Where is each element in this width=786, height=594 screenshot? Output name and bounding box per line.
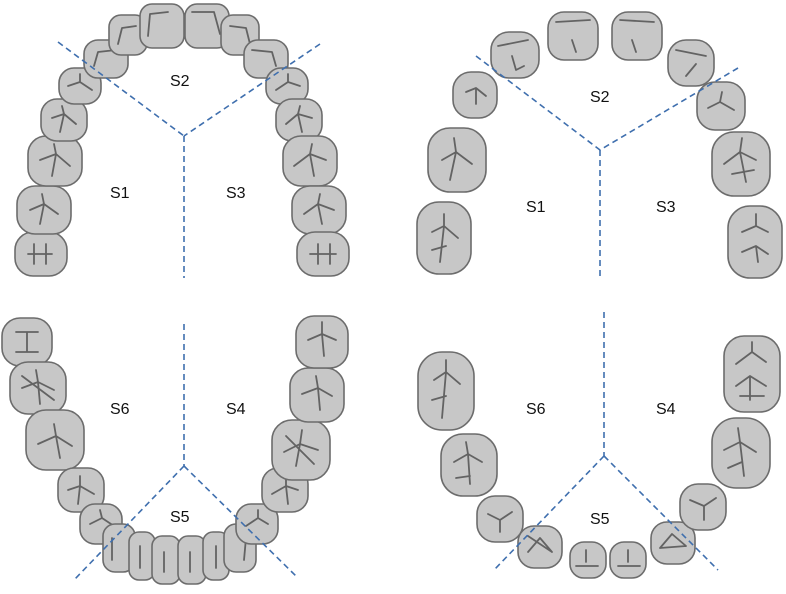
tooth xyxy=(58,67,102,105)
tooth xyxy=(517,525,563,569)
tooth xyxy=(569,541,607,579)
sextant-label-s2: S2 xyxy=(590,89,610,106)
tooth xyxy=(611,11,663,61)
permanent-sextant-dividers xyxy=(57,41,321,581)
sextant-label-s1: S1 xyxy=(110,185,130,202)
sextant-label-s2: S2 xyxy=(170,73,190,90)
tooth xyxy=(289,367,345,423)
sextant-label-s5: S5 xyxy=(170,509,190,526)
primary-lower-arch xyxy=(417,335,781,579)
sextant-label-s3: S3 xyxy=(226,185,246,202)
sextant-label-s4: S4 xyxy=(226,401,246,418)
permanent-upper-arch xyxy=(14,3,350,277)
sextant-label-s1: S1 xyxy=(526,199,546,216)
tooth xyxy=(723,335,781,413)
tooth xyxy=(417,351,475,431)
primary-upper-arch xyxy=(416,11,783,279)
primary-sextant-dividers xyxy=(475,55,739,571)
tooth xyxy=(139,3,185,49)
tooth xyxy=(427,127,487,193)
tooth xyxy=(650,521,696,565)
tooth xyxy=(128,531,156,581)
sextant-label-s5: S5 xyxy=(590,511,610,528)
tooth xyxy=(151,535,181,585)
tooth xyxy=(547,11,599,61)
permanent-dentition-panel: S1 S2 S3 S6 S5 S4 xyxy=(1,3,350,585)
primary-dentition-panel: S1 S2 S3 S6 S5 S4 xyxy=(416,11,783,579)
permanent-lower-arch xyxy=(1,315,349,585)
tooth xyxy=(452,71,498,119)
sextant-label-s4: S4 xyxy=(656,401,676,418)
sextant-label-s3: S3 xyxy=(656,199,676,216)
tooth xyxy=(711,131,771,197)
tooth xyxy=(667,39,715,87)
tooth xyxy=(696,81,746,131)
tooth xyxy=(177,535,207,585)
tooth xyxy=(235,503,279,545)
tooth xyxy=(416,201,472,275)
sextant-label-s6: S6 xyxy=(110,401,130,418)
tooth xyxy=(282,135,338,187)
tooth xyxy=(25,409,85,471)
tooth xyxy=(40,98,88,142)
tooth xyxy=(727,205,783,279)
sextant-label-s6: S6 xyxy=(526,401,546,418)
tooth xyxy=(16,185,72,235)
tooth xyxy=(490,31,540,79)
tooth xyxy=(679,483,727,531)
